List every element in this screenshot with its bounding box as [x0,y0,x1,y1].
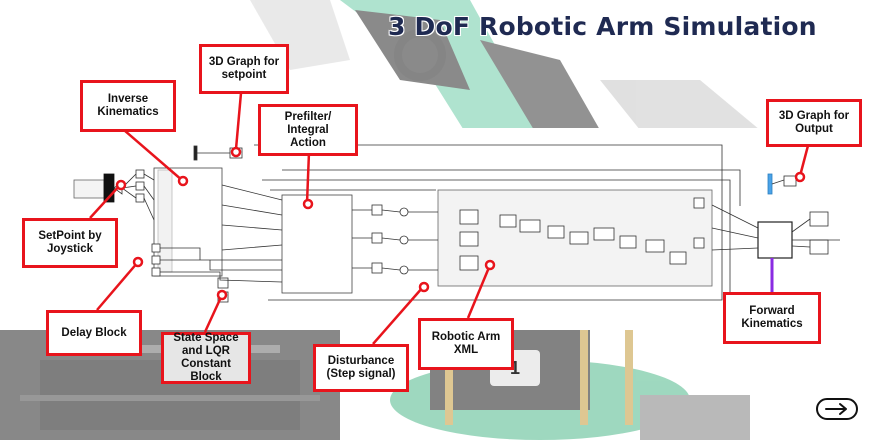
callout-lines [89,92,812,345]
label-3d-graph-setpoint: 3D Graph for setpoint [199,44,289,94]
next-button[interactable] [816,398,858,420]
callout-dots [115,146,806,301]
robot-arm-photo [250,0,760,140]
motor-badge-number: 1 [510,358,520,378]
label-3d-graph-output: 3D Graph for Output [766,99,862,147]
label-inverse-kinematics: Inverse Kinematics [80,80,176,132]
label-robotic-arm-xml: Robotic Arm XML [418,318,514,370]
label-prefilter-integral-action: Prefilter/ Integral Action [258,104,358,156]
label-state-space-lqr: State Space and LQR Constant Block [161,332,251,384]
simulink-diagram [73,144,840,303]
page-title: 3 DoF Robotic Arm Simulation [388,12,817,41]
label-setpoint-joystick: SetPoint by Joystick [22,218,118,268]
arrow-right-icon [825,403,847,415]
label-forward-kinematics: Forward Kinematics [723,292,821,344]
label-delay-block: Delay Block [46,310,142,356]
label-disturbance-step: Disturbance (Step signal) [313,344,409,392]
